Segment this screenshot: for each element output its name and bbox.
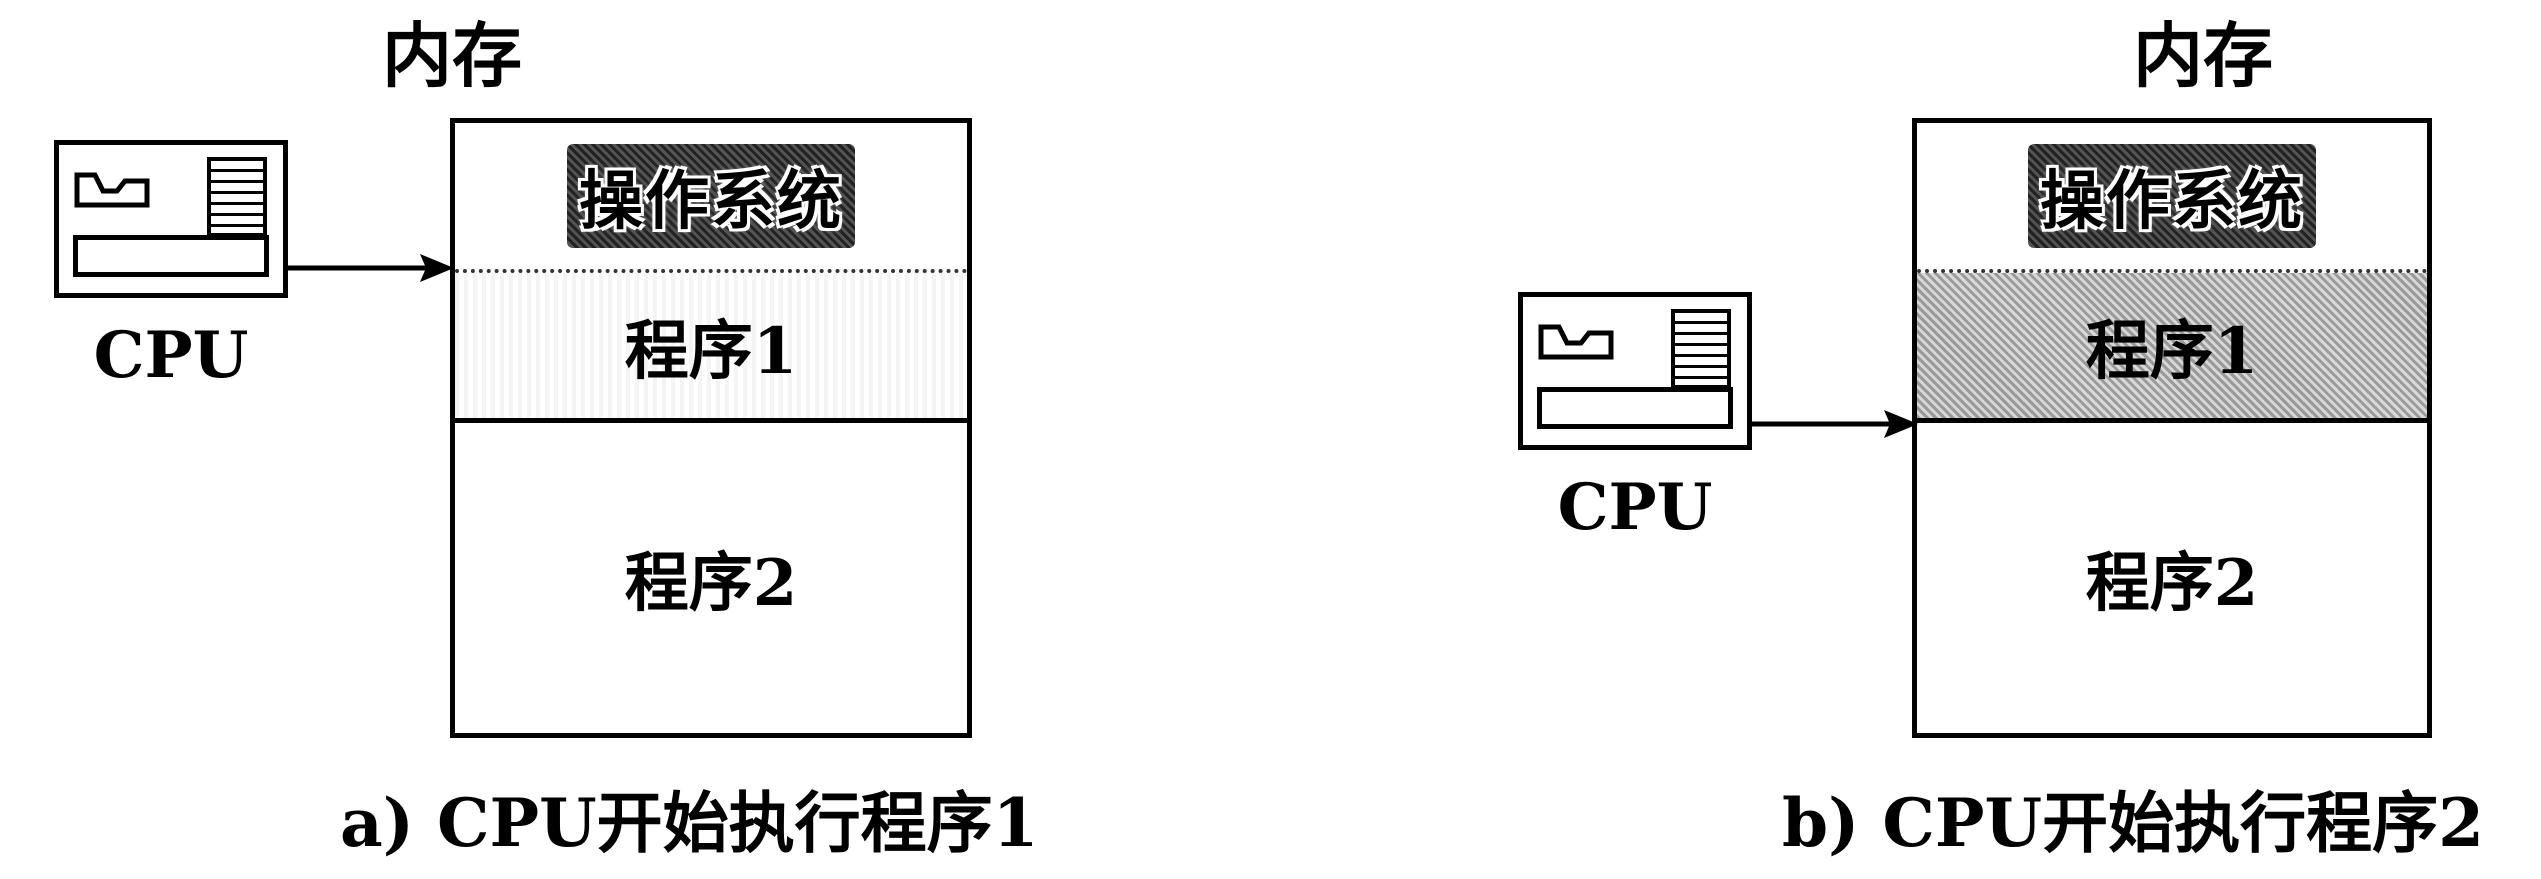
cpu-label: CPU [93,318,249,393]
program2-segment: 程序2 [455,423,967,733]
program1-label: 程序1 [624,313,798,389]
program2-segment: 程序2 [1917,423,2427,733]
cpu-label: CPU [1557,470,1713,545]
os-segment: 操作系统 [455,123,967,273]
caption: b) CPU开始执行程序2 [1782,784,2484,862]
program2-label: 程序2 [2085,546,2259,621]
program2-label: 程序2 [624,546,798,621]
memory-block: 操作系统 程序1 程序2 [450,118,972,738]
cpu-icon [1518,292,1752,450]
program1-label: 程序1 [2085,313,2259,389]
arrow-icon [286,254,454,282]
tray-icon [1538,324,1614,360]
memory-title: 内存 [382,14,522,97]
cpu-slot [73,235,269,277]
caption: a) CPU开始执行程序1 [340,784,1039,862]
register-stack-icon [1671,309,1731,389]
panel-b: 内存 操作系统 程序1 程序2 CPU b) CPU开始执行程序2 [1270,0,2541,879]
panel-a: 内存 操作系统 程序1 程序2 CPU a) CPU开始执行程序1 [0,0,1270,879]
tray-icon [74,172,150,208]
arrow-icon [1750,410,1918,438]
os-label: 操作系统 [567,144,855,248]
program1-segment: 程序1 [1917,273,2427,423]
memory-block: 操作系统 程序1 程序2 [1912,118,2432,738]
os-label: 操作系统 [2028,144,2316,248]
cpu-slot [1537,387,1733,429]
program1-segment: 程序1 [455,273,967,423]
os-segment: 操作系统 [1917,123,2427,273]
register-stack-icon [207,157,267,237]
memory-title: 内存 [2133,14,2273,97]
cpu-icon [54,140,288,298]
